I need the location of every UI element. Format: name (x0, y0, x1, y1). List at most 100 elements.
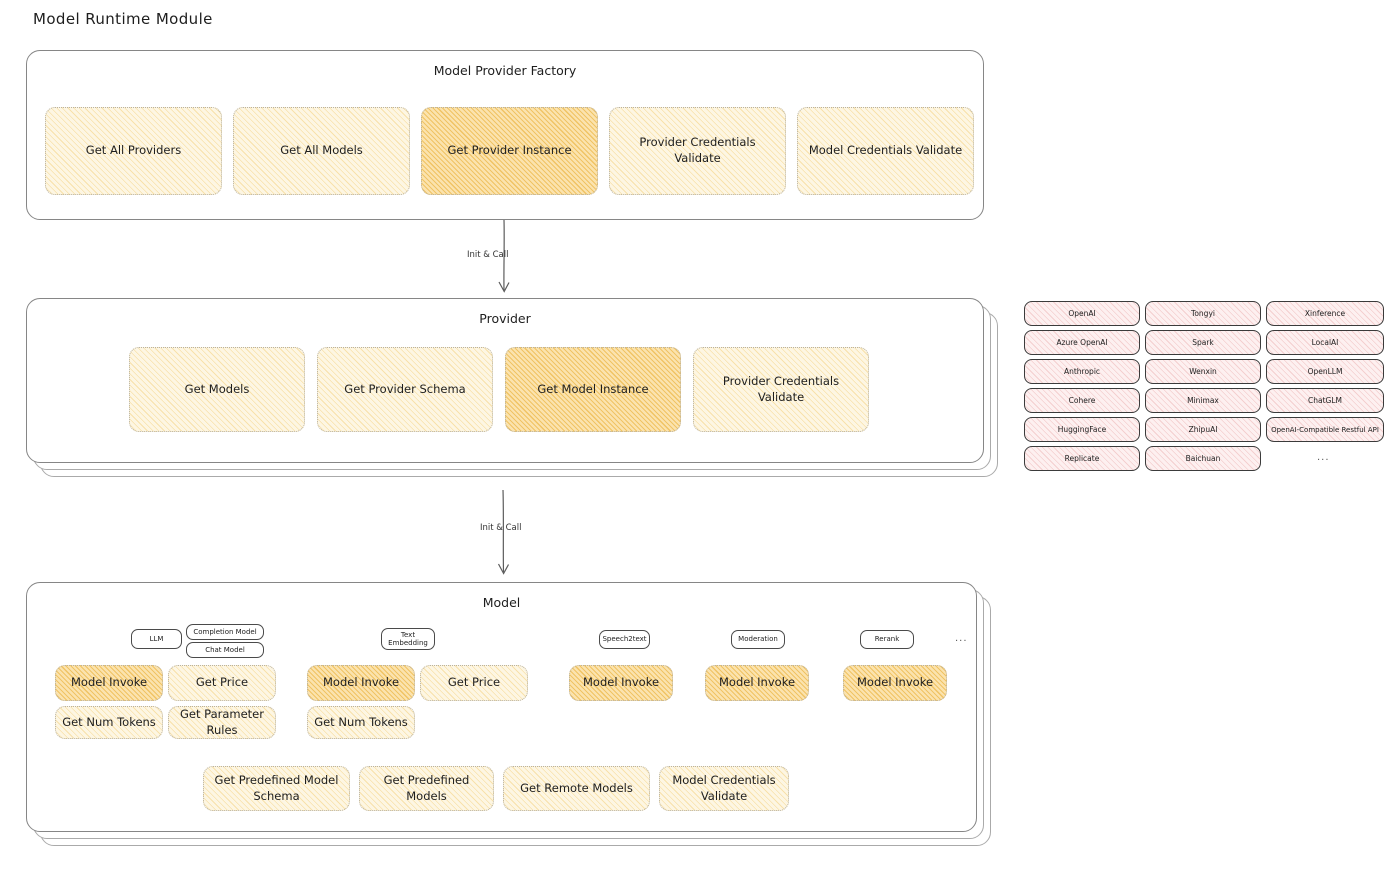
factory-card-label: Model Credentials Validate (808, 143, 963, 158)
provider-pill-label: Tongyi (1191, 309, 1215, 318)
factory-card-label: Get All Providers (85, 143, 182, 158)
provider-pill-localai[interactable]: LocalAI (1266, 330, 1384, 355)
rerank-card-label: Model Invoke (856, 675, 934, 690)
model-common-card-get-predefined-model-schema[interactable]: Get Predefined Model Schema (203, 766, 350, 811)
model-common-card-label: Model Credentials Validate (672, 772, 776, 803)
rerank-card-model-invoke[interactable]: Model Invoke (843, 665, 947, 701)
model-container: Model LLM Completion Model Chat Model Mo… (26, 582, 977, 832)
arrow-icon (497, 489, 510, 575)
provider-pill-label: HuggingFace (1057, 425, 1107, 434)
provider-pill-label: Wenxin (1189, 367, 1217, 376)
llm-card-get-price[interactable]: Get Price (168, 665, 276, 701)
arrow-factory-to-provider: Init & Call (467, 219, 540, 300)
model-common-card-label: Get Predefined Model Schema (214, 772, 339, 803)
model-type-chip-speech2text[interactable]: Speech2text (599, 630, 650, 649)
provider-pill-label: ChatGLM (1308, 396, 1342, 405)
model-subtype-chip-chat-model[interactable]: Chat Model (186, 642, 264, 658)
model-common-card-label: Get Remote Models (520, 780, 633, 795)
provider-pill-azure-openai[interactable]: Azure OpenAI (1024, 330, 1140, 355)
provider-pill-openllm[interactable]: OpenLLM (1266, 359, 1384, 384)
model-subtype-chip-label: Chat Model (205, 645, 245, 654)
provider-pill-baichuan[interactable]: Baichuan (1145, 446, 1261, 471)
model-type-chip-label: Rerank (874, 635, 900, 644)
factory-card-get-all-providers[interactable]: Get All Providers (45, 107, 222, 195)
model-type-chip-label: Text Embedding (388, 630, 428, 647)
arrow-label-init-and-call: Init & Call (467, 250, 509, 260)
llm-card-label: Get Parameter Rules (180, 706, 264, 737)
model-type-chip-label: Moderation (738, 635, 778, 644)
text-embedding-card-get-price[interactable]: Get Price (420, 665, 528, 701)
model-type-chip-moderation[interactable]: Moderation (731, 630, 785, 649)
speech2text-card-model-invoke[interactable]: Model Invoke (569, 665, 673, 701)
provider-pill-spark[interactable]: Spark (1145, 330, 1261, 355)
factory-card-model-credentials-validate[interactable]: Model Credentials Validate (797, 107, 974, 195)
provider-pill-tongyi[interactable]: Tongyi (1145, 301, 1261, 326)
factory-card-get-all-models[interactable]: Get All Models (233, 107, 410, 195)
provider-pill-label: OpenLLM (1307, 367, 1343, 376)
provider-pill-anthropic[interactable]: Anthropic (1024, 359, 1140, 384)
llm-card-model-invoke[interactable]: Model Invoke (55, 665, 163, 701)
provider-pill-label: ZhipuAI (1188, 425, 1218, 434)
provider-container: Provider Get Models Get Provider Schema … (26, 298, 984, 463)
provider-card-label: Provider Credentials Validate (722, 373, 840, 404)
text-embedding-card-get-num-tokens[interactable]: Get Num Tokens (307, 706, 415, 739)
provider-pill-label: Spark (1192, 338, 1214, 347)
model-type-chip-rerank[interactable]: Rerank (860, 630, 914, 649)
provider-pill-huggingface[interactable]: HuggingFace (1024, 417, 1140, 442)
provider-card-provider-credentials-validate[interactable]: Provider Credentials Validate (693, 347, 869, 432)
provider-pill-label: Replicate (1064, 454, 1100, 463)
factory-card-label: Provider Credentials Validate (639, 135, 756, 165)
model-type-chip-text-embedding[interactable]: Text Embedding (381, 628, 435, 650)
model-common-card-get-predefined-models[interactable]: Get Predefined Models (359, 766, 494, 811)
text-embedding-card-label: Model Invoke (322, 675, 400, 690)
provider-pill-label: Baichuan (1185, 454, 1221, 463)
factory-card-label: Get All Models (280, 143, 363, 158)
provider-pill-cohere[interactable]: Cohere (1024, 388, 1140, 413)
provider-pill-xinference[interactable]: Xinference (1266, 301, 1384, 326)
factory-card-provider-credentials-validate[interactable]: Provider Credentials Validate (609, 107, 786, 195)
factory-card-get-provider-instance[interactable]: Get Provider Instance (421, 107, 598, 195)
arrow-provider-to-model: Init & Call (473, 489, 543, 582)
provider-pill-zhipuai[interactable]: ZhipuAI (1145, 417, 1261, 442)
model-groups-more-ellipsis: ... (955, 633, 968, 644)
llm-card-label: Model Invoke (70, 675, 148, 690)
provider-pill-openai[interactable]: OpenAI (1024, 301, 1140, 326)
provider-pill-chatglm[interactable]: ChatGLM (1266, 388, 1384, 413)
speech2text-card-label: Model Invoke (582, 675, 660, 690)
provider-pill-label: OpenAI-Compatible Restful API (1271, 425, 1379, 434)
provider-list: OpenAI Azure OpenAI Anthropic Cohere Hug… (1024, 300, 1384, 480)
model-type-chip-label: LLM (149, 634, 164, 643)
provider-pill-label: Minimax (1187, 396, 1219, 405)
provider-card-label: Get Models (184, 381, 250, 396)
text-embedding-card-model-invoke[interactable]: Model Invoke (307, 665, 415, 701)
model-common-card-model-credentials-validate[interactable]: Model Credentials Validate (659, 766, 789, 811)
llm-card-label: Get Price (195, 675, 249, 690)
provider-pill-wenxin[interactable]: Wenxin (1145, 359, 1261, 384)
provider-card-label: Get Provider Schema (344, 381, 466, 396)
provider-card-get-model-instance[interactable]: Get Model Instance (505, 347, 681, 432)
provider-card-get-models[interactable]: Get Models (129, 347, 305, 432)
llm-card-get-parameter-rules[interactable]: Get Parameter Rules (168, 706, 276, 739)
provider-list-more-ellipsis: ... (1317, 452, 1330, 463)
page-title: Model Runtime Module (33, 10, 213, 28)
llm-card-label: Get Num Tokens (62, 714, 156, 729)
provider-pill-openai-compatible-restful-api[interactable]: OpenAI-Compatible Restful API (1266, 417, 1384, 442)
provider-pill-label: Cohere (1068, 396, 1096, 405)
llm-card-get-num-tokens[interactable]: Get Num Tokens (55, 706, 163, 739)
model-type-chip-llm[interactable]: LLM (131, 629, 182, 649)
provider-pill-replicate[interactable]: Replicate (1024, 446, 1140, 471)
model-subtype-chip-label: Completion Model (193, 627, 257, 636)
provider-title: Provider (479, 311, 531, 326)
model-provider-factory-container: Model Provider Factory Get All Providers… (26, 50, 984, 220)
provider-card-get-provider-schema[interactable]: Get Provider Schema (317, 347, 493, 432)
model-common-card-get-remote-models[interactable]: Get Remote Models (503, 766, 650, 811)
moderation-card-model-invoke[interactable]: Model Invoke (705, 665, 809, 701)
factory-card-label: Get Provider Instance (447, 143, 572, 158)
provider-pill-minimax[interactable]: Minimax (1145, 388, 1261, 413)
provider-pill-label: Azure OpenAI (1056, 338, 1108, 347)
model-subtype-chip-completion-model[interactable]: Completion Model (186, 624, 264, 640)
arrow-label-init-and-call: Init & Call (480, 523, 522, 533)
provider-pill-label: LocalAI (1311, 338, 1339, 347)
provider-pill-label: Xinference (1304, 309, 1346, 318)
model-type-chip-label: Speech2text (602, 635, 647, 644)
